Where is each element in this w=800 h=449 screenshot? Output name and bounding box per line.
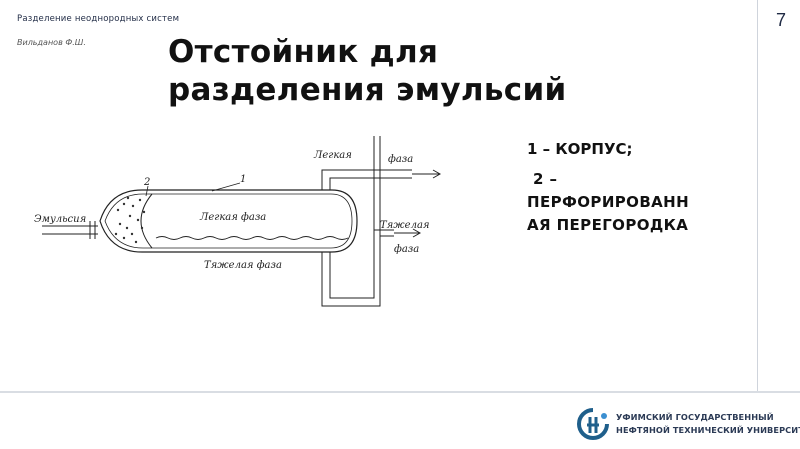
- vessel-inner-wall: [104, 193, 353, 249]
- divider-vertical: [757, 0, 758, 391]
- university-name: УФИМСКИЙ ГОСУДАРСТВЕННЫЙ НЕФТЯНОЙ ТЕХНИЧ…: [616, 411, 800, 437]
- university-name-line-2: НЕФТЯНОЙ ТЕХНИЧЕСКИЙ УНИВЕРСИТЕТ: [616, 425, 800, 435]
- slide-title-line-2: разделения эмульсий: [168, 72, 567, 108]
- label-number-1: 1: [240, 174, 246, 185]
- phase-interface: [155, 236, 349, 240]
- emulsion-dots: [114, 196, 146, 244]
- light-phase-pipe: [321, 169, 412, 190]
- light-phase-arrow: [412, 169, 442, 179]
- author-name: Вильданов Ф.Ш.: [17, 38, 86, 47]
- legend-item-2-line-2: АЯ ПЕРЕГОРОДКА: [527, 216, 689, 234]
- label-light-inside: Легкая фаза: [199, 212, 266, 223]
- label-heavy-bottom: фаза: [394, 244, 419, 255]
- label-number-2: 2: [143, 177, 150, 188]
- legend: 1 – КОРПУС; 2 – ПЕРФОРИРОВАНН АЯ ПЕРЕГОР…: [527, 140, 749, 237]
- heavy-phase-arrow: [394, 228, 422, 238]
- legend-item-2: 2 – ПЕРФОРИРОВАНН АЯ ПЕРЕГОРОДКА: [527, 168, 749, 237]
- university-name-line-1: УФИМСКИЙ ГОСУДАРСТВЕННЫЙ: [616, 412, 774, 422]
- leader-2: [145, 185, 149, 197]
- leader-1: [211, 182, 241, 192]
- label-light-phase-top: Легкая: [313, 150, 352, 161]
- legend-item-2-line-1: ПЕРФОРИРОВАНН: [527, 193, 690, 211]
- inlet-flange: [89, 221, 96, 239]
- course-title: Разделение неоднородных систем: [17, 14, 180, 24]
- legend-item-2-number: 2 –: [533, 170, 558, 188]
- label-heavy-top: Тяжелая: [380, 220, 430, 231]
- legend-item-1: 1 – КОРПУС;: [527, 140, 633, 158]
- university-emblem-icon: [577, 408, 609, 440]
- perforated-partition: [140, 193, 153, 249]
- university-logo: УФИМСКИЙ ГОСУДАРСТВЕННЫЙ НЕФТЯНОЙ ТЕХНИЧ…: [576, 407, 800, 441]
- settler-diagram: Легкая фаза Тяжелая фаза Эмульсия Легкая…: [34, 136, 442, 307]
- page-number: 7: [775, 10, 786, 30]
- slide-title-line-1: Отстойник для: [168, 34, 439, 70]
- label-light-phase-bottom: фаза: [388, 154, 413, 165]
- slide-title: Отстойник для разделения эмульсий: [168, 33, 688, 109]
- inlet-pipe: [42, 225, 98, 235]
- vent-pipe: [373, 136, 381, 260]
- heavy-phase-pipe: [321, 229, 394, 307]
- label-inlet: Эмульсия: [34, 214, 86, 225]
- footer-divider: [0, 391, 800, 393]
- label-heavy-inside: Тяжелая фаза: [204, 260, 282, 271]
- vessel-shell: [99, 189, 358, 253]
